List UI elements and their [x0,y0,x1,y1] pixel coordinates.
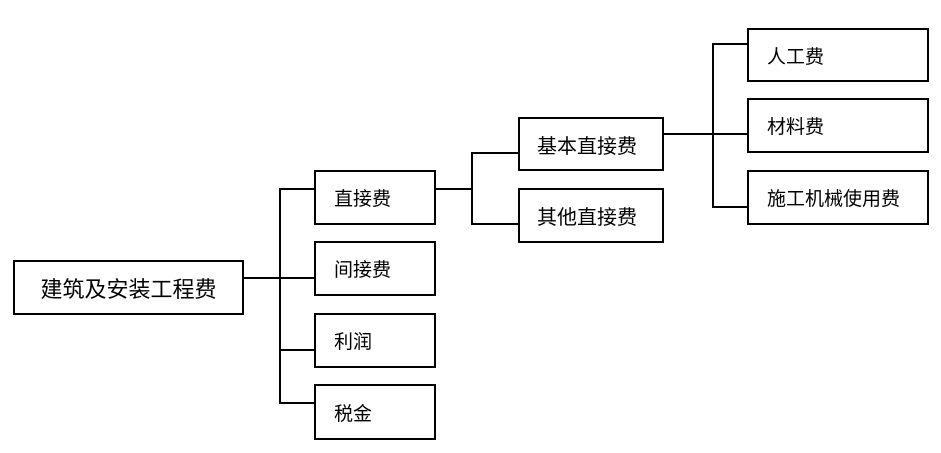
node-label: 人工费 [767,45,825,68]
root-node: 建筑及安装工程费 [13,260,244,315]
node-other-direct-cost: 其他直接费 [518,188,664,243]
node-indirect-cost: 间接费 [314,241,436,296]
node-label: 利润 [334,331,373,353]
node-label: 直接费 [334,188,392,210]
node-label: 材料费 [767,116,825,138]
node-basic-direct-cost: 基本直接费 [518,117,664,171]
node-label: 间接费 [334,259,392,281]
node-direct-cost: 直接费 [314,170,436,225]
node-label: 税金 [334,402,373,425]
root-node-label: 建筑及安装工程费 [40,277,217,303]
node-label: 其他直接费 [537,205,637,229]
node-tax: 税金 [314,384,436,440]
node-profit: 利润 [314,313,436,368]
node-label: 施工机械使用费 [767,188,901,210]
node-labor-cost: 人工费 [747,28,929,82]
node-machinery-cost: 施工机械使用费 [747,170,929,225]
node-material-cost: 材料费 [747,98,929,153]
node-label: 基本直接费 [537,133,637,158]
